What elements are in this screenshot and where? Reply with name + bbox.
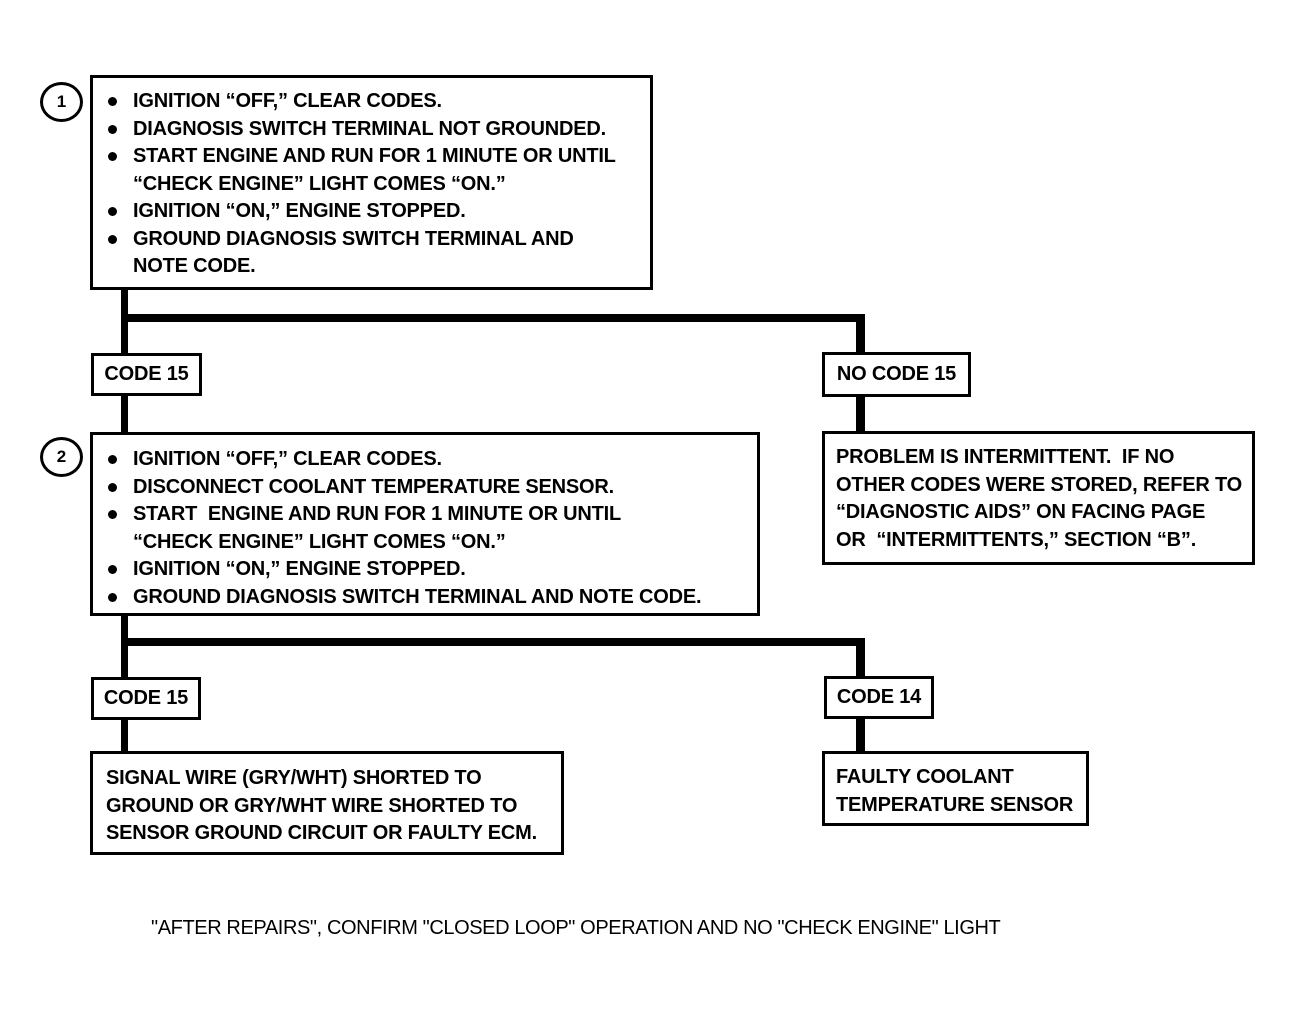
- step-2-number: 2: [56, 447, 67, 466]
- connector-code15-to-signal-result: [121, 718, 128, 753]
- step-1-bullet-row: IGNITION “ON,” ENGINE STOPPED.: [108, 198, 638, 226]
- step-2-badge: 2: [40, 437, 83, 477]
- step-2-box: IGNITION “OFF,” CLEAR CODES. DISCONNECT …: [90, 432, 760, 616]
- step-2-bullet-row: START ENGINE AND RUN FOR 1 MINUTE OR UNT…: [108, 501, 745, 556]
- step-1-bullet-text: GROUND DIAGNOSIS SWITCH TERMINAL AND NOT…: [133, 227, 574, 278]
- bullet-icon: [108, 124, 117, 134]
- branch1-code15-box: CODE 15: [91, 353, 202, 396]
- bullet-icon: [108, 510, 117, 519]
- faulty-sensor-result-text: FAULTY COOLANT TEMPERATURE SENSOR: [836, 766, 1074, 816]
- bullet-icon: [108, 207, 117, 216]
- step-2-bullet-row: IGNITION “ON,” ENGINE STOPPED.: [108, 556, 745, 584]
- bullet-icon: [108, 152, 117, 161]
- signal-wire-result-text: SIGNAL WIRE (GRY/WHT) SHORTED TO GROUND …: [106, 767, 537, 844]
- branch2-code15-label: CODE 15: [103, 687, 189, 709]
- intermittent-result-box: PROBLEM IS INTERMITTENT. IF NO OTHER COD…: [822, 431, 1255, 565]
- step-1-box: IGNITION “OFF,” CLEAR CODES. DIAGNOSIS S…: [90, 75, 653, 290]
- connector-branch1-horizontal: [121, 314, 865, 322]
- connector-nocode15-to-intermittent: [856, 395, 865, 433]
- branch1-nocode15-label: NO CODE 15: [836, 363, 957, 385]
- faulty-sensor-result-box: FAULTY COOLANT TEMPERATURE SENSOR: [822, 751, 1089, 826]
- step-2-bullet-text: DISCONNECT COOLANT TEMPERATURE SENSOR.: [133, 475, 614, 498]
- bullet-icon: [108, 234, 117, 244]
- step-1-bullet-row: DIAGNOSIS SWITCH TERMINAL NOT GROUNDED.: [108, 116, 638, 144]
- bullet-icon: [108, 455, 117, 464]
- signal-wire-result-box: SIGNAL WIRE (GRY/WHT) SHORTED TO GROUND …: [90, 751, 564, 855]
- branch2-code14-label: CODE 14: [836, 686, 922, 708]
- step-1-bullet-row: GROUND DIAGNOSIS SWITCH TERMINAL AND NOT…: [108, 226, 638, 281]
- connector-branch2-horizontal: [121, 638, 865, 646]
- bullet-icon: [108, 482, 117, 492]
- step-1-bullet-text: DIAGNOSIS SWITCH TERMINAL NOT GROUNDED.: [133, 117, 606, 140]
- step-2-bullet-text: GROUND DIAGNOSIS SWITCH TERMINAL AND NOT…: [133, 585, 702, 608]
- branch2-code14-box: CODE 14: [824, 676, 934, 719]
- branch1-code15-label: CODE 15: [104, 363, 189, 385]
- step-2-bullet-row: IGNITION “OFF,” CLEAR CODES.: [108, 446, 745, 474]
- step-2-bullet-text: IGNITION “ON,” ENGINE STOPPED.: [133, 558, 466, 580]
- step-2-bullet-row: DISCONNECT COOLANT TEMPERATURE SENSOR.: [108, 474, 745, 502]
- step-1-number: 1: [56, 92, 67, 111]
- connector-branch2-to-code14: [856, 638, 865, 678]
- step-1-badge: 1: [40, 82, 83, 122]
- bullet-icon: [108, 565, 117, 574]
- step-1-bullet-text: IGNITION “ON,” ENGINE STOPPED.: [133, 200, 466, 222]
- after-repairs-note: "AFTER REPAIRS", CONFIRM "CLOSED LOOP" O…: [151, 917, 1001, 939]
- intermittent-result-text: PROBLEM IS INTERMITTENT. IF NO OTHER COD…: [836, 446, 1243, 551]
- branch1-nocode15-box: NO CODE 15: [822, 352, 971, 397]
- step-1-bullet-row: IGNITION “OFF,” CLEAR CODES.: [108, 88, 638, 116]
- branch2-code15-box: CODE 15: [91, 677, 201, 720]
- connector-code15-to-step2: [121, 394, 128, 434]
- bullet-icon: [108, 592, 117, 602]
- step-2-bullet-text: START ENGINE AND RUN FOR 1 MINUTE OR UNT…: [133, 503, 622, 553]
- step-2-bullet-row: GROUND DIAGNOSIS SWITCH TERMINAL AND NOT…: [108, 584, 745, 612]
- bullet-icon: [108, 97, 117, 106]
- connector-branch1-to-nocode15: [856, 314, 865, 354]
- step-2-bullet-text: IGNITION “OFF,” CLEAR CODES.: [133, 448, 442, 470]
- connector-step2-to-code15: [121, 614, 128, 679]
- step-1-bullet-text: IGNITION “OFF,” CLEAR CODES.: [133, 90, 442, 112]
- connector-code14-to-faulty-result: [856, 717, 865, 753]
- step-1-bullet-row: START ENGINE AND RUN FOR 1 MINUTE OR UNT…: [108, 143, 638, 198]
- step-1-bullet-text: START ENGINE AND RUN FOR 1 MINUTE OR UNT…: [133, 145, 616, 195]
